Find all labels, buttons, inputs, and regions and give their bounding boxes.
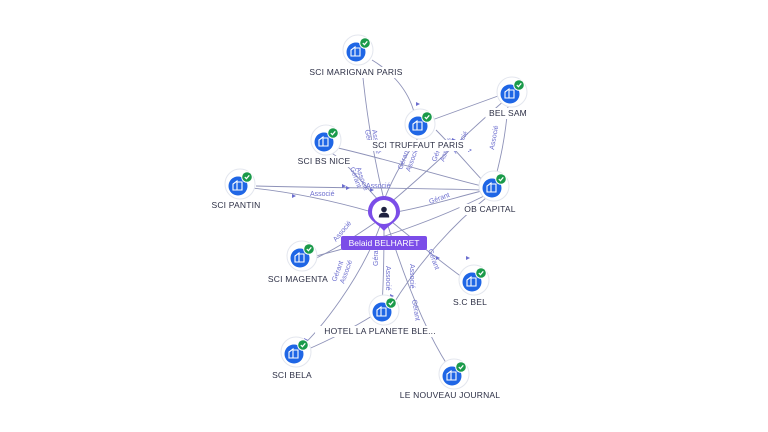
company-icon xyxy=(504,87,515,99)
edge-label-gerant: Gérant xyxy=(410,299,421,321)
company-icon xyxy=(288,347,299,359)
verified-check-icon xyxy=(304,244,314,254)
company-icon xyxy=(466,275,477,287)
company-icon xyxy=(318,135,329,147)
edge-arrow-icon xyxy=(346,186,350,190)
node-label: SCI TRUFFAUT PARIS xyxy=(372,140,464,150)
company-icon-disc xyxy=(228,176,248,196)
edge-bsnice-obcapital xyxy=(337,147,483,187)
company-icon-disc xyxy=(408,116,428,136)
verified-check-icon xyxy=(422,112,432,122)
verified-check-icon xyxy=(386,298,396,308)
node-label-bg xyxy=(485,108,531,119)
node-label: OB CAPITAL xyxy=(464,204,516,214)
edge-label-associe: Associé xyxy=(384,266,391,291)
edge-label-gerant: Gérant xyxy=(428,192,451,206)
edge-label-associe: Associé xyxy=(366,183,391,190)
company-icon xyxy=(446,369,457,381)
company-icon-disc xyxy=(346,42,366,62)
node-label: SCI MAGENTA xyxy=(268,274,328,284)
verified-check-icon xyxy=(456,362,466,372)
company-icon-disc xyxy=(284,344,304,364)
edge-pantin-obcapital xyxy=(255,185,481,191)
company-node-sci-pantin[interactable]: SCI PANTIN xyxy=(205,168,267,211)
company-node-sci-magenta[interactable]: SCI MAGENTA xyxy=(264,240,332,285)
edge-label-gerant: Gérant xyxy=(373,245,380,266)
company-node-ob-capital[interactable]: OB CAPITAL xyxy=(459,170,521,215)
verified-check-icon xyxy=(514,80,524,90)
node-label: SCI PANTIN xyxy=(211,200,260,210)
company-node-s-c-bel[interactable]: S.C BEL xyxy=(447,264,493,308)
person-icon xyxy=(378,206,390,218)
edge-marignan-truffaut xyxy=(371,59,415,113)
edge-label-associe: Associé xyxy=(489,125,500,150)
node-label: HOTEL LA PLANETE BLE... xyxy=(324,326,436,336)
verified-check-icon xyxy=(496,174,506,184)
company-node-hotel-la-planete[interactable]: HOTEL LA PLANETE BLE... xyxy=(315,294,445,337)
edge-magenta-obcapital xyxy=(315,195,485,257)
company-node-sci-bela[interactable]: SCI BELA xyxy=(266,336,318,381)
company-icon-disc xyxy=(500,84,520,104)
company-icon xyxy=(294,251,305,263)
edge-label-associe: Associé xyxy=(310,191,335,198)
verified-check-icon xyxy=(242,172,252,182)
company-icon xyxy=(376,305,387,317)
node-label: BEL SAM xyxy=(489,108,527,118)
node-label-bg xyxy=(459,204,521,215)
edge-truffaut-belsam xyxy=(431,95,499,121)
company-node-bel-sam[interactable]: BEL SAM xyxy=(485,76,531,119)
node-label: SCI BELA xyxy=(272,370,312,380)
edge-label-associe: Associé xyxy=(408,264,415,289)
person-name-tag xyxy=(341,236,427,250)
node-label-bg xyxy=(447,297,493,308)
edge-sci-pantin xyxy=(251,187,373,213)
node-label-bg xyxy=(398,390,502,401)
company-node-sci-truffaut-paris[interactable]: SCI TRUFFAUT PARIS xyxy=(366,108,470,151)
company-node-le-nouveau-journal[interactable]: LE NOUVEAU JOURNAL xyxy=(398,358,502,401)
company-icon xyxy=(486,181,497,193)
verified-check-icon xyxy=(360,38,370,48)
node-label-bg xyxy=(315,326,445,337)
edge-sci-marignan-paris xyxy=(361,67,385,201)
edge-ob-capital xyxy=(395,189,487,213)
node-label-bg xyxy=(366,140,470,151)
node-label-bg xyxy=(290,156,358,167)
edge-arrow-icon xyxy=(292,194,296,198)
company-icon-disc xyxy=(314,132,334,152)
node-label-bg xyxy=(266,370,318,381)
company-node-sci-marignan-paris[interactable]: SCI MARIGNAN PARIS xyxy=(304,34,408,78)
node-label-bg xyxy=(264,274,332,285)
company-icon xyxy=(412,119,423,131)
company-icon-disc xyxy=(442,366,462,386)
node-label: SCI BS NICE xyxy=(298,156,351,166)
edge-arrow-icon xyxy=(370,188,374,192)
company-icon-disc xyxy=(290,248,310,268)
edge-arrow-icon xyxy=(436,256,440,260)
verified-check-icon xyxy=(298,340,308,350)
edge-arrow-icon xyxy=(416,102,420,106)
verified-check-icon xyxy=(328,128,338,138)
edge-arrow-icon xyxy=(342,184,346,188)
company-icon-disc xyxy=(482,178,502,198)
node-label: LE NOUVEAU JOURNAL xyxy=(400,390,501,400)
company-icon xyxy=(350,45,361,57)
company-icon xyxy=(232,179,243,191)
edge-sci-bs-nice xyxy=(329,151,381,203)
edge-label-gerant: Gérant xyxy=(426,248,440,271)
node-label-bg xyxy=(304,67,408,78)
center-person-node[interactable]: Belaid BELHARET xyxy=(341,196,427,250)
graph-nodes: SCI MARIGNAN PARIS SCI TRUFFAUT PARIS BEL … xyxy=(205,34,531,401)
node-label: SCI MARIGNAN PARIS xyxy=(309,67,402,77)
node-label-bg xyxy=(205,200,267,211)
company-icon-disc xyxy=(462,272,482,292)
company-node-sci-bs-nice[interactable]: SCI BS NICE xyxy=(290,124,358,167)
company-icon-disc xyxy=(372,302,392,322)
person-name: Belaid BELHARET xyxy=(349,238,420,248)
node-label: S.C BEL xyxy=(453,297,487,307)
edge-arrow-icon xyxy=(466,256,470,260)
verified-check-icon xyxy=(476,268,486,278)
